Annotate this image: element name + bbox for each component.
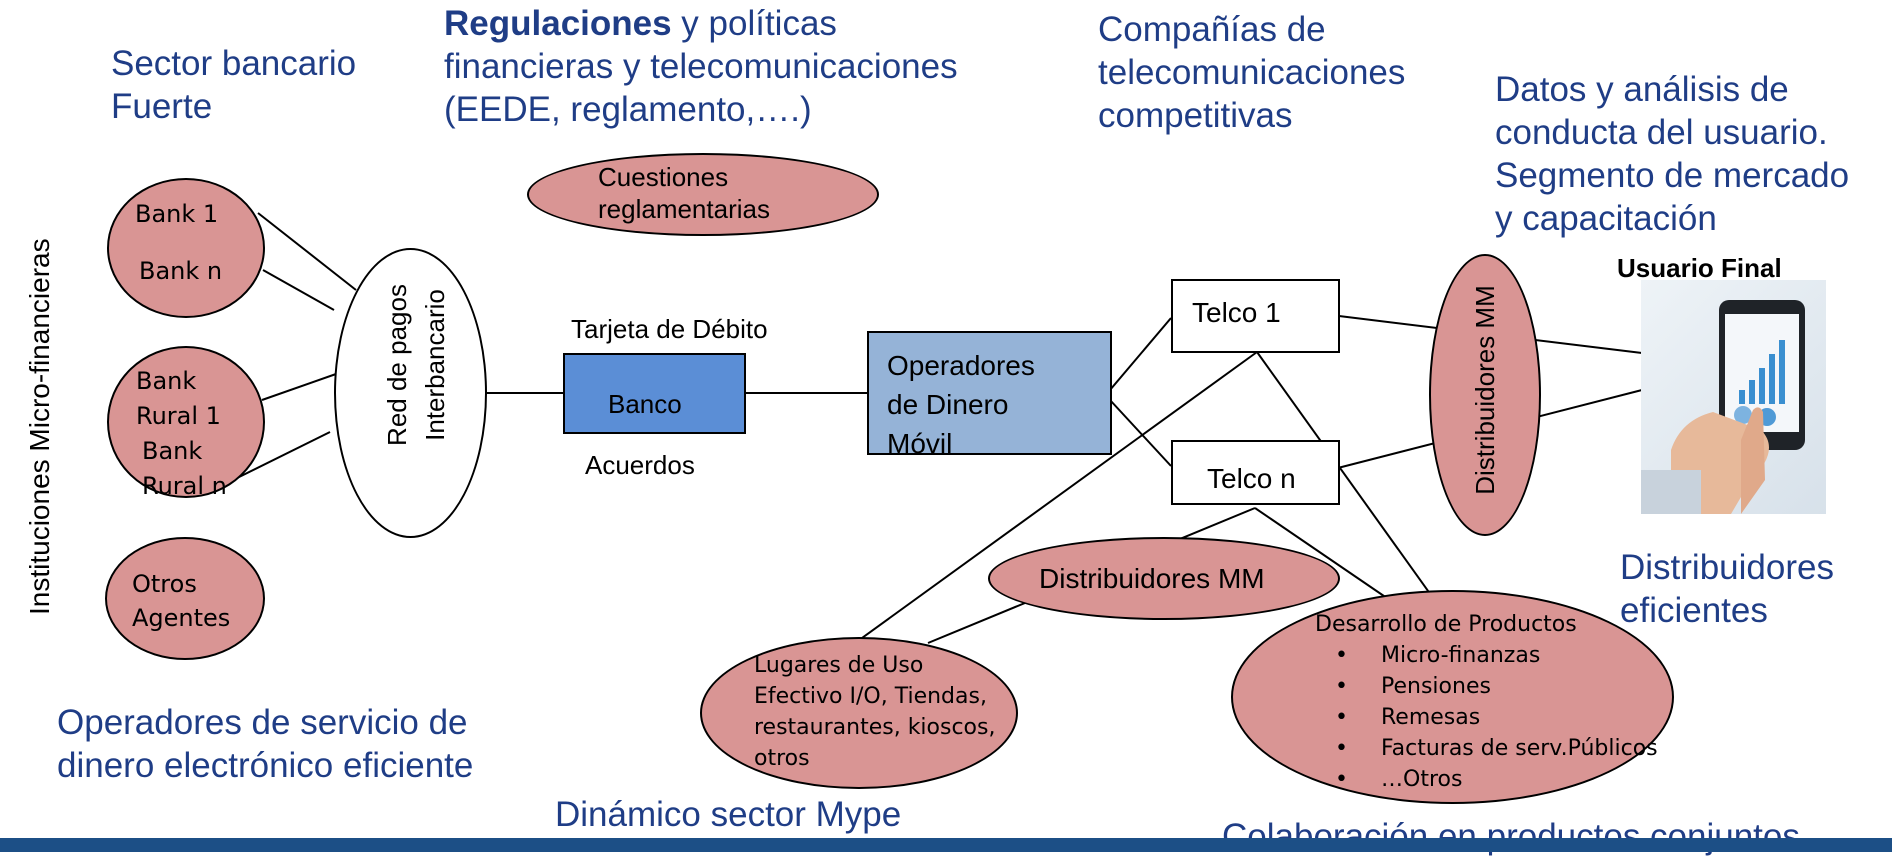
line-bankn-red [262,269,335,311]
distrib-eficientes-label: Distribuidores eficientes [1620,548,1834,630]
list-item: Remesas [1315,702,1658,733]
line-rural1-red [261,373,337,401]
rural-label: Bank Rural 1 Bank Rural n [136,367,227,500]
line-ruraln-red [230,431,331,482]
line-operadores-telco1 [1109,317,1172,391]
distrib-mm-label: Distribuidores MM [1039,563,1265,594]
operadores-label: Operadores de Dinero Móvil [887,350,1035,459]
list-item: Facturas de serv.Públicos [1315,733,1658,764]
desarrollo-label: Desarrollo de Productos Micro-finanzas P… [1315,609,1658,795]
line-telco1-desarrollo [1256,351,1462,638]
dinamico-label: Dinámico sector Mype [555,795,902,834]
user-phone-image [1641,280,1826,514]
cuestiones-label: Cuestiones reglamentarias [598,162,770,224]
lugares-label: Lugares de Uso Efectivo I/O, Tiendas, re… [754,653,996,771]
otros-agentes-ellipse [105,537,265,660]
telco1-box [1171,279,1340,353]
datos-label: Datos y análisis de conducta del usuario… [1495,70,1850,238]
vertical-label: Instituciones Micro-financieras [24,238,55,615]
desarrollo-title: Desarrollo de Productos [1315,612,1577,637]
sector-bancario-label: Sector bancario Fuerte [111,44,357,126]
operadores-servicio-label: Operadores de servicio de dinero electró… [57,703,474,785]
lugares-ellipse [700,637,1018,789]
desarrollo-list: Micro-finanzas Pensiones Remesas Factura… [1315,640,1658,795]
footer-bar [0,838,1892,852]
operadores-box [867,331,1112,455]
bankn-label: Bank n [139,257,223,285]
phone-graphic [1641,300,1805,514]
distrib-mm-ellipse [988,537,1340,620]
tarjeta-label: Tarjeta de Débito [571,314,768,344]
red-pagos-label: Red de pagos Interbancario [382,284,450,446]
rural-ellipse [107,346,265,498]
line-bank1-red [257,212,357,291]
red-pagos-ellipse [334,248,487,538]
list-item: Pensiones [1315,671,1658,702]
banco-box [563,353,746,434]
otros-agentes-label: Otros Agentes [132,570,231,632]
acuerdos-label: Acuerdos [585,450,695,480]
usuario-final-label: Usuario Final [1617,253,1782,283]
regulaciones-label: Regulaciones y políticas financieras y t… [444,4,958,129]
distrib-vertical-ellipse [1429,254,1541,536]
cuestiones-ellipse [527,153,879,236]
line-telcon-desarrollo [1254,507,1401,608]
list-item: …Otros [1315,764,1658,795]
bank1-label: Bank 1 [135,200,219,228]
banco-label: Banco [608,389,682,419]
telcon-box [1171,440,1340,505]
telcon-label: Telco n [1207,463,1296,494]
distrib-vertical-label: Distribuidores MM [1470,285,1500,495]
telco1-label: Telco 1 [1192,297,1281,328]
list-item: Micro-finanzas [1315,640,1658,671]
companias-label: Compañías de telecomunicaciones competit… [1098,10,1406,135]
banks-ellipse [107,178,265,318]
line-operadores-telcon [1109,399,1172,467]
line-telco1-lugares [861,351,1258,639]
